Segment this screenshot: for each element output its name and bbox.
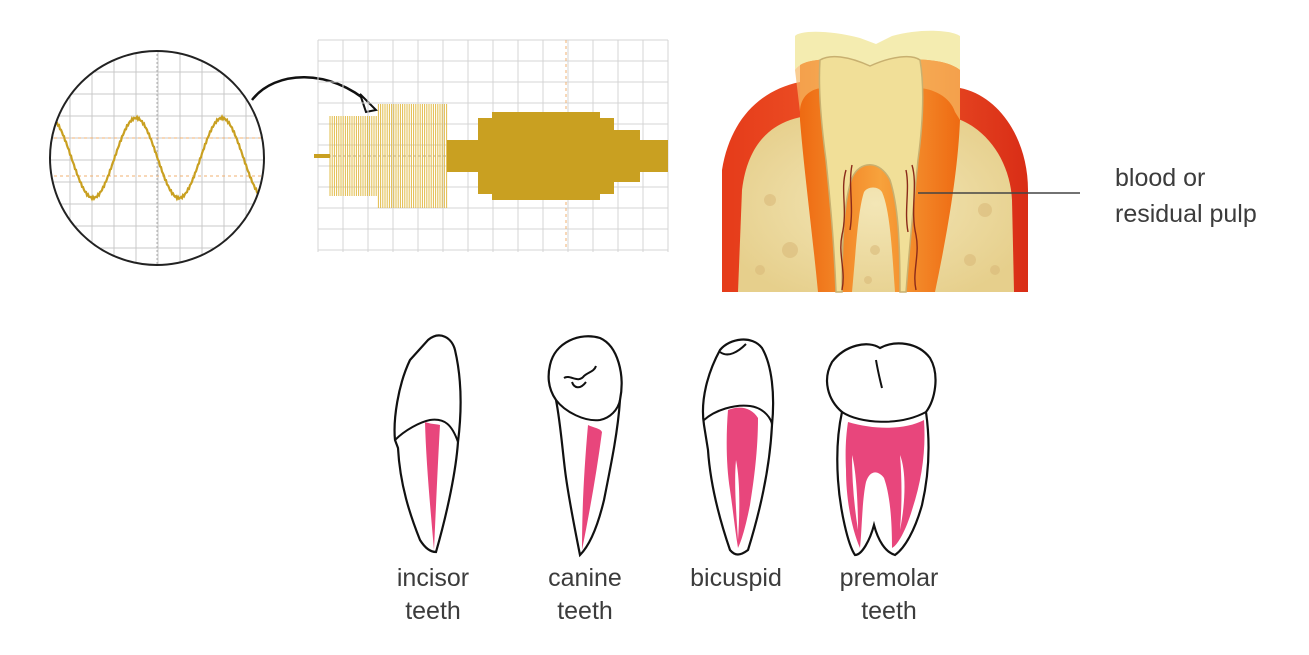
tooth-label-line: incisor — [396, 564, 470, 592]
canine-tooth-icon — [547, 335, 623, 558]
tooth-label-bicuspid: bicuspid — [676, 562, 796, 595]
tooth-label-line: premolar — [839, 564, 939, 592]
premolar-tooth-icon — [825, 342, 937, 557]
tooth-label-line: teeth — [557, 597, 613, 625]
bicuspid-tooth-icon — [701, 338, 775, 556]
callout-line-1: blood or — [1115, 164, 1206, 192]
tooth-cross-section-icon — [722, 30, 1080, 293]
tooth-label-line: teeth — [861, 597, 917, 625]
tooth-label-line: teeth — [405, 597, 461, 625]
tooth-label-premolar: premolar teeth — [826, 562, 952, 628]
tooth-label-line: canine — [548, 564, 622, 592]
oscilloscope-zoom-icon — [49, 50, 265, 266]
waveform-panel — [314, 39, 669, 252]
tooth-label-incisor: incisor teeth — [378, 562, 488, 628]
callout-line-2: residual pulp — [1115, 200, 1257, 228]
tooth-label-line: bicuspid — [690, 564, 782, 592]
tooth-label-canine: canine teeth — [530, 562, 640, 628]
callout-label: blood or residual pulp — [1115, 160, 1257, 232]
incisor-tooth-icon — [393, 334, 462, 554]
